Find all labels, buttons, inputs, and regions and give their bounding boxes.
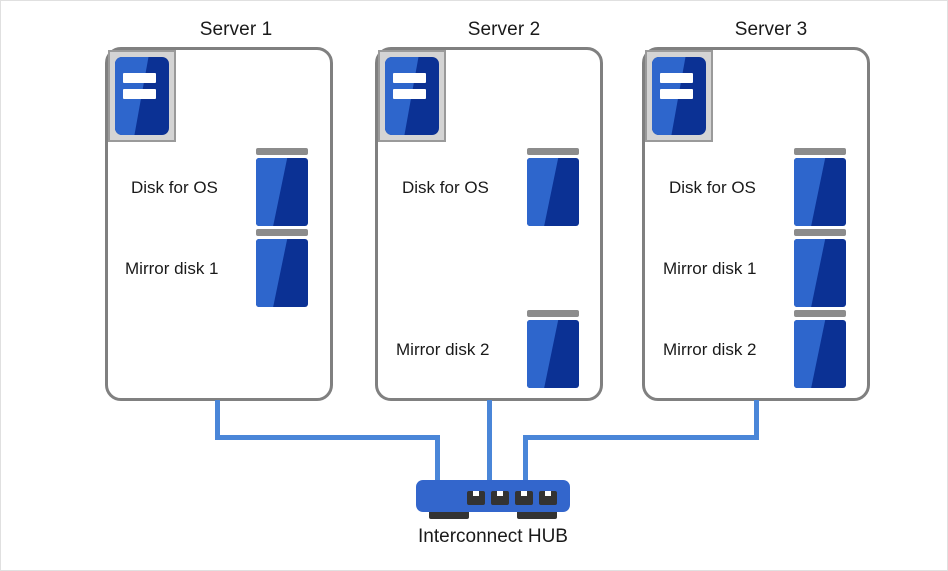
server-icon-bar-bottom [659,88,694,100]
disk-cap [527,310,579,317]
server-icon-body [652,57,706,135]
server-icon-body [385,57,439,135]
server-3-disk-0 [794,148,846,226]
disk-drum [794,239,846,307]
server-3-title: Server 3 [734,19,808,40]
hub-port-3[interactable] [515,491,533,505]
disk-cap [527,148,579,155]
wire-server2-vertical [487,400,492,482]
hub-port-4[interactable] [539,491,557,505]
server-2-disk-1 [527,310,579,388]
hub-port-2[interactable] [491,491,509,505]
hub-port-1[interactable] [467,491,485,505]
disk-drum [794,158,846,226]
server-icon-bar-bottom [122,88,157,100]
disk-cap [794,148,846,155]
server-1-title: Server 1 [199,19,273,40]
server-1-disk-label-1: Mirror disk 1 [125,259,219,278]
server-1-disk-label-0: Disk for OS [131,178,218,197]
server-icon-bar-top [659,72,694,83]
server-1-machine-icon [108,50,176,142]
server-2-title: Server 2 [467,19,541,40]
disk-drum [527,320,579,388]
disk-drum [527,158,579,226]
hub-body[interactable] [416,480,570,512]
server-3-disk-label-0: Disk for OS [669,178,756,197]
server-icon-bar-bottom [392,88,427,100]
server-3-disk-label-2: Mirror disk 2 [663,340,757,359]
server-3-machine-icon [645,50,713,142]
server-icon-body [115,57,169,135]
disk-cap [256,148,308,155]
hub-foot-right [517,510,557,519]
server-icon-bar-top [392,72,427,83]
disk-drum [256,158,308,226]
wire-server3-horizontal [523,435,759,440]
server-3-disk-2 [794,310,846,388]
server-1-disk-0 [256,148,308,226]
server-2-disk-label-1: Mirror disk 2 [396,340,490,359]
server-icon-bar-top [122,72,157,83]
disk-drum [256,239,308,307]
hub-foot-left [429,510,469,519]
wire-server1-vertical-2 [435,435,440,482]
wire-server3-vertical-2 [523,435,528,482]
server-1-disk-1 [256,229,308,307]
wire-server1-vertical-1 [215,400,220,440]
disk-cap [256,229,308,236]
disk-cap [794,229,846,236]
server-2-machine-icon [378,50,446,142]
server-3-disk-label-1: Mirror disk 1 [663,259,757,278]
server-2-disk-label-0: Disk for OS [402,178,489,197]
wire-server3-vertical-1 [754,400,759,440]
hub-label: Interconnect HUB [418,526,568,547]
disk-cap [794,310,846,317]
disk-drum [794,320,846,388]
server-3-disk-1 [794,229,846,307]
wire-server1-horizontal [215,435,440,440]
server-2-disk-0 [527,148,579,226]
